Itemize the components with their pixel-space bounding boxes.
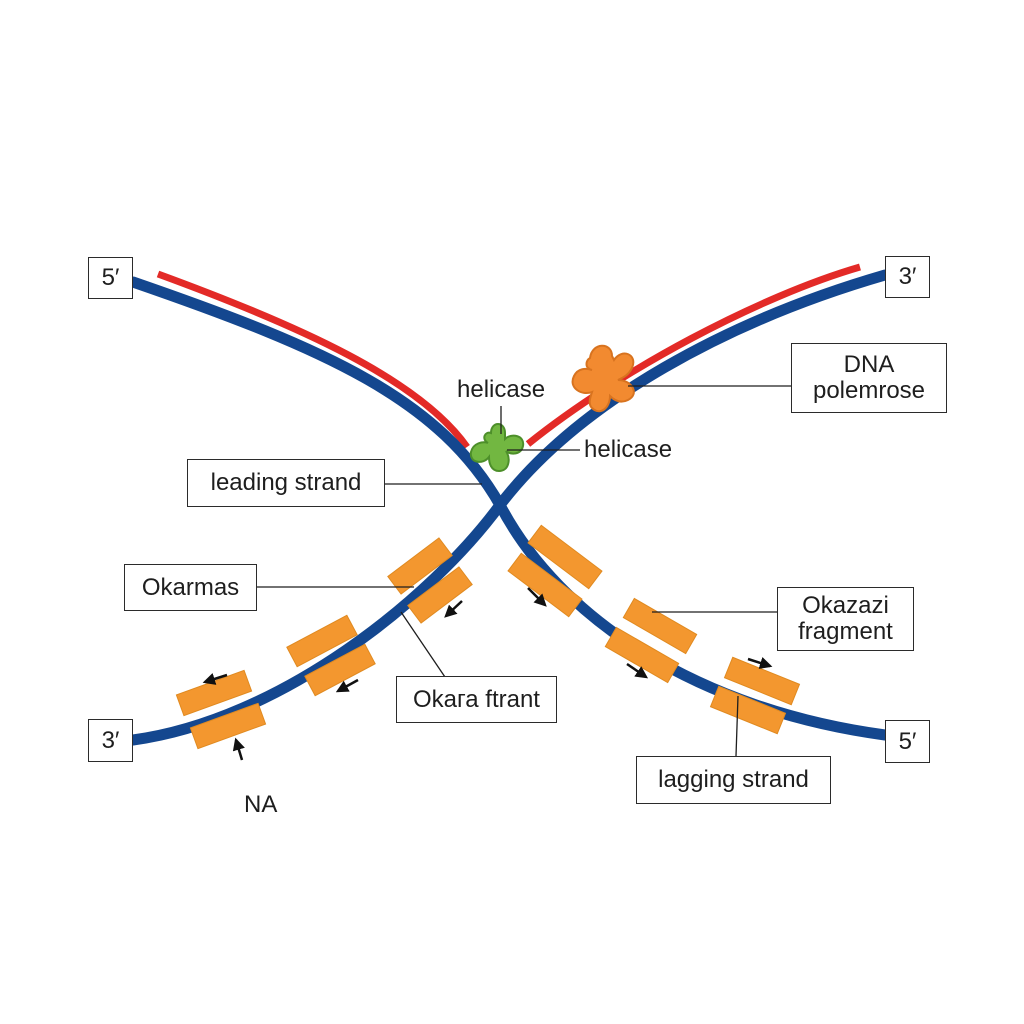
end-label-bottom-right: 5′ — [885, 720, 930, 763]
leading-strand-label: leading strand — [187, 459, 385, 507]
helicase-label-right: helicase — [584, 436, 673, 463]
direction-arrows — [202, 587, 773, 761]
leader-lagging-strand — [735, 695, 739, 757]
fragment-left-6 — [189, 702, 267, 750]
na-label: NA — [244, 791, 278, 818]
helicase-protein-icon — [469, 423, 525, 473]
direction-arrow-icon — [527, 587, 547, 607]
fragment-right-4 — [604, 626, 680, 684]
fragment-left-1 — [387, 537, 453, 595]
dna-polymerase-label: DNA polemrose — [791, 343, 947, 413]
okarmas-label: Okarmas — [124, 564, 257, 611]
dna-polymerase-line2: polemrose — [812, 377, 926, 404]
fragment-right-6 — [709, 685, 787, 735]
end-label-top-left: 5′ — [88, 257, 133, 299]
fragment-right-5 — [723, 656, 801, 706]
okazazi-line2: fragment — [798, 618, 893, 645]
direction-arrow-icon — [747, 657, 773, 669]
end-label-bottom-left: 3′ — [88, 719, 133, 762]
okara-ftrant-label: Okaга ftrant — [396, 676, 557, 723]
okazaki-fragments — [175, 524, 801, 750]
fragment-left-3 — [286, 614, 358, 668]
end-label-top-right: 3′ — [885, 256, 930, 298]
direction-arrow-icon — [232, 737, 245, 761]
fragment-right-3 — [622, 597, 698, 655]
direction-arrow-icon — [444, 600, 463, 618]
fragment-left-4 — [304, 643, 376, 697]
lagging-strand-label: lagging strand — [636, 756, 831, 804]
leader-okara-ftrant — [400, 611, 448, 681]
okazazi-line1: Okazazi — [802, 592, 889, 619]
leader-lines — [256, 385, 792, 757]
polymerase-protein-icon — [571, 344, 635, 413]
dna-strand-a — [127, 276, 891, 741]
okazazi-fragment-label: Okazazi fragment — [777, 587, 914, 651]
helicase-label-top: helicase — [457, 376, 546, 403]
direction-arrow-icon — [335, 678, 359, 693]
direction-arrow-icon — [202, 673, 228, 685]
dna-strand-b — [127, 269, 891, 746]
new-strand-right — [525, 263, 861, 447]
fragment-right-1 — [527, 524, 603, 590]
fragment-left-2 — [407, 566, 473, 624]
new-strand-left — [156, 270, 470, 450]
dna-polymerase-line1: DNA — [843, 351, 895, 378]
direction-arrow-icon — [626, 662, 649, 679]
